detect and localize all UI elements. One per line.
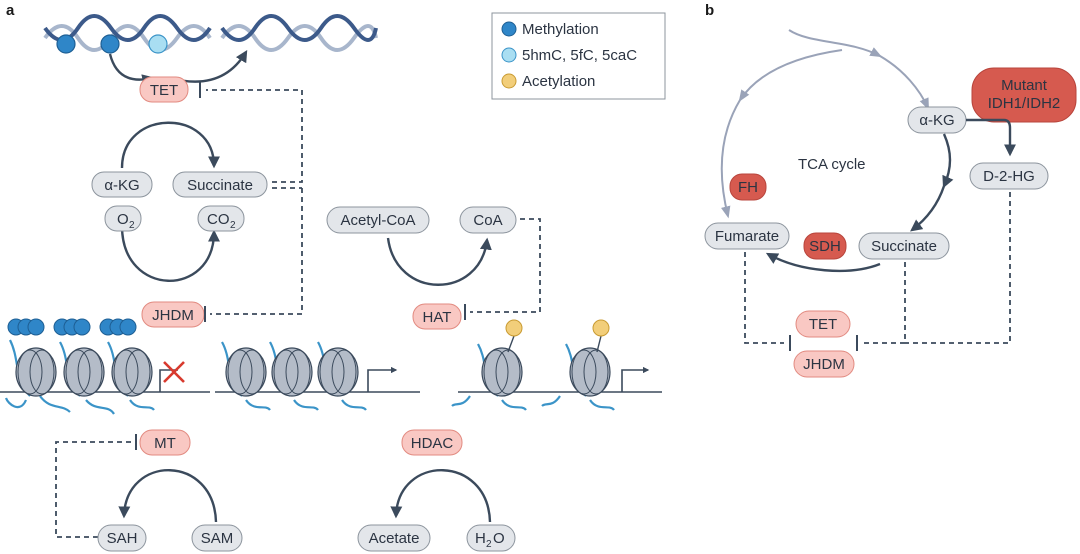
tca-cycle-label: TCA cycle	[798, 156, 866, 173]
sam-to-sah-arrow	[118, 469, 218, 523]
chromatin-silenced	[0, 318, 210, 415]
o2-label: O	[117, 211, 129, 228]
succinate-label: Succinate	[187, 177, 253, 194]
chromatin-acetylated	[451, 319, 662, 411]
acetyl-coa-metabolite	[326, 206, 430, 234]
repressed-transcription-icon	[163, 361, 185, 383]
panel-label-b: b	[705, 2, 714, 19]
o2-metabolite	[104, 205, 142, 232]
legend-methylation-icon	[501, 21, 517, 37]
fumarate-label: Fumarate	[715, 228, 779, 245]
acetyl-dot	[505, 319, 523, 337]
chromatin-unmethylated	[215, 341, 420, 411]
hdac-label: HDAC	[411, 435, 454, 452]
tca-akg-label: α-KG	[919, 112, 954, 129]
dna-helix-left	[43, 14, 212, 52]
tet-out-arrow	[169, 49, 248, 83]
h2o-o-label: O	[493, 530, 505, 547]
methyl-dot	[56, 34, 76, 54]
legend-methylation-label: Methylation	[522, 21, 599, 38]
tca-cycle	[720, 29, 929, 219]
akg-label: α-KG	[104, 177, 139, 194]
tca-to-succinate-arrow	[910, 185, 946, 232]
transcription-start-arrow	[367, 366, 398, 392]
tet-in-arrow	[108, 53, 155, 87]
succinate-inhibition-lines	[199, 82, 303, 322]
legend: Methylation 5hmC, 5fC, 5caC Acetylation	[491, 12, 666, 100]
d2hg-metabolite	[969, 162, 1049, 190]
hdac-enzyme	[401, 429, 463, 456]
sdh-label: SDH	[809, 238, 841, 255]
co2-subscript: 2	[230, 220, 236, 231]
hat-enzyme	[412, 303, 462, 330]
jhdm-label: JHDM	[152, 307, 194, 324]
coa-inhibition-line	[470, 218, 541, 313]
legend-oxidized-icon	[501, 47, 517, 63]
tca-inhibition-lines	[744, 192, 1011, 351]
acetyl-dot	[592, 319, 610, 337]
panel-label-a: a	[6, 2, 15, 19]
sah-label: SAH	[107, 530, 138, 547]
h2o-subscript: 2	[486, 539, 492, 550]
akg-to-d2hg-arrow	[966, 118, 1016, 157]
hat-label: HAT	[423, 309, 452, 326]
mt-enzyme	[139, 429, 191, 456]
sah-metabolite	[97, 524, 147, 552]
acetyl-coa-to-coa-arrow	[386, 237, 492, 286]
co2-metabolite	[197, 205, 245, 232]
akg-metabolite	[91, 171, 153, 198]
mutant-idh-enzyme	[971, 67, 1077, 123]
transcription-start-arrow	[621, 366, 650, 392]
tca-tet-enzyme	[795, 310, 851, 338]
idh-label: IDH1/IDH2	[988, 95, 1061, 112]
succinate-to-fumarate-arrow	[765, 252, 881, 273]
sah-inhibition-line	[55, 441, 132, 538]
tca-succinate-label: Succinate	[871, 238, 937, 255]
tca-jhdm-enzyme	[793, 350, 855, 378]
methyl-dot	[100, 34, 120, 54]
sdh-enzyme	[803, 232, 847, 260]
coa-label: CoA	[473, 212, 502, 229]
mutant-label: Mutant	[1001, 77, 1048, 94]
fumarate-metabolite	[704, 222, 790, 250]
d2hg-label: D-2-HG	[983, 168, 1035, 185]
sam-label: SAM	[201, 530, 234, 547]
fh-label: FH	[738, 179, 758, 196]
h2o-metabolite	[466, 524, 516, 552]
acetyl-coa-label: Acetyl-CoA	[340, 212, 415, 229]
mt-label: MT	[154, 435, 176, 452]
tca-jhdm-label: JHDM	[803, 356, 845, 373]
succinate-metabolite	[172, 171, 268, 198]
legend-acetylation-icon	[501, 73, 517, 89]
h2o-h-label: H	[475, 530, 486, 547]
fh-enzyme	[729, 173, 767, 201]
legend-oxidized-label: 5hmC, 5fC, 5caC	[522, 47, 637, 64]
h2o-to-acetate-arrow	[390, 469, 492, 523]
acetate-metabolite	[357, 524, 431, 552]
akg-to-succinate-tca-arrow	[942, 133, 954, 189]
oxidized-methyl-dot	[148, 34, 168, 54]
dna-helix-right	[220, 14, 378, 52]
akg-to-succinate-arrow-top	[120, 121, 220, 169]
co2-label: CO	[207, 211, 230, 228]
tet-enzyme	[139, 76, 189, 103]
coa-metabolite	[459, 206, 517, 234]
acetate-label: Acetate	[369, 530, 420, 547]
o2-subscript: 2	[129, 220, 135, 231]
tet-label: TET	[150, 82, 178, 99]
legend-acetylation-label: Acetylation	[522, 73, 595, 90]
sam-metabolite	[191, 524, 243, 552]
o2-to-co2-arrow	[120, 225, 220, 282]
tca-succinate-metabolite	[858, 232, 950, 260]
tca-tet-label: TET	[809, 316, 837, 333]
